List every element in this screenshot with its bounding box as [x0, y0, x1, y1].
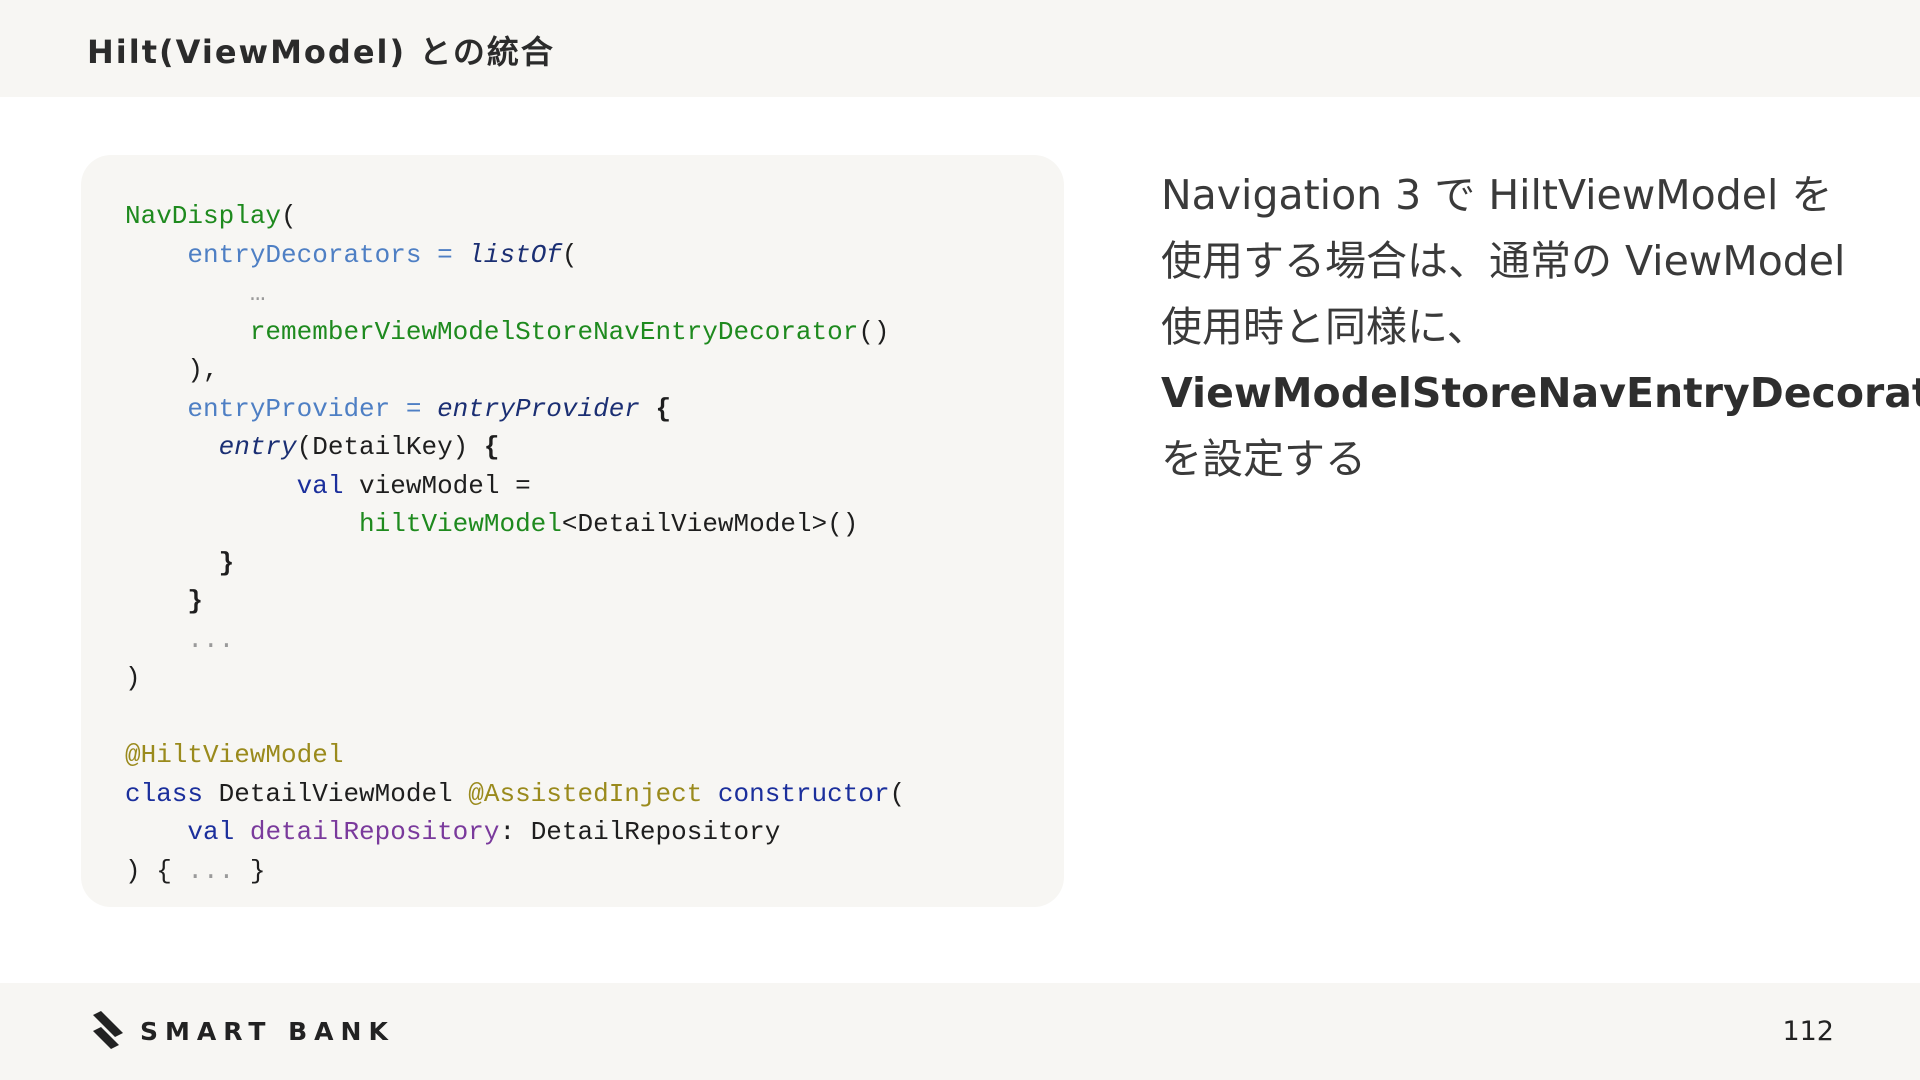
code-token-annotation: @HiltViewModel	[125, 740, 344, 770]
description-part: Navigation 3 で HiltViewModel を使用する場合は、通常…	[1161, 171, 1846, 351]
code-token: ()	[858, 316, 890, 347]
code-indent	[125, 586, 187, 616]
code-block: NavDisplay( entryDecorators = listOf( … …	[125, 197, 905, 890]
code-indent	[125, 548, 219, 578]
code-line: ...	[125, 621, 905, 660]
code-token: ) {	[125, 855, 188, 886]
code-token: )	[125, 663, 141, 693]
code-token: =	[421, 239, 469, 270]
code-indent	[125, 394, 187, 424]
code-token-param: entryProvider	[187, 393, 391, 424]
code-ellipsis: ...	[187, 855, 235, 886]
code-line: }	[125, 544, 905, 583]
code-indent	[125, 317, 250, 347]
code-indent	[125, 278, 250, 308]
code-line: rememberViewModelStoreNavEntryDecorator(…	[125, 313, 905, 352]
code-token: =	[390, 393, 438, 424]
code-token-keyword: val	[187, 817, 235, 847]
code-token-keyword: val	[296, 470, 344, 501]
code-ellipsis: …	[249, 278, 266, 308]
code-line: entryProvider = entryProvider {	[125, 390, 905, 429]
slide-header: Hilt(ViewModel) との統合	[0, 0, 1920, 97]
code-panel	[81, 155, 1064, 907]
code-token-keyword: constructor	[702, 778, 890, 809]
code-indent	[125, 509, 359, 539]
code-line: entry(DetailKey) {	[125, 428, 905, 467]
code-token: (DetailKey)	[296, 432, 484, 462]
code-token: {	[639, 393, 672, 424]
description-text: Navigation 3 で HiltViewModel を使用する場合は、通常…	[1161, 162, 1920, 492]
description-part: を設定する	[1161, 435, 1366, 483]
code-indent	[125, 240, 187, 270]
code-line: hiltViewModel<DetailViewModel>()	[125, 505, 905, 544]
code-token: {	[483, 432, 500, 462]
code-indent	[125, 471, 297, 501]
code-ellipsis: ...	[187, 624, 235, 655]
page-number: 112	[1782, 1016, 1834, 1047]
code-token: DetailViewModel	[203, 778, 469, 809]
code-token-keyword: class	[125, 778, 204, 809]
code-token: : DetailRepository	[499, 817, 781, 847]
code-line: …	[125, 274, 905, 313]
code-token-function: hiltViewModel	[359, 509, 562, 539]
code-token-function: listOf	[468, 239, 562, 270]
code-line: }	[125, 582, 905, 621]
code-line: val detailRepository: DetailRepository	[125, 813, 905, 852]
slide-title: Hilt(ViewModel) との統合	[87, 33, 555, 71]
code-token: ),	[125, 355, 219, 385]
code-token-function: entry	[218, 432, 297, 462]
code-token-annotation: @AssistedInject	[468, 778, 703, 809]
code-line: @HiltViewModel	[125, 736, 905, 775]
code-token: viewModel =	[343, 470, 531, 501]
code-token-function: rememberViewModelStoreNavEntryDecorator	[249, 316, 859, 347]
code-token-param: entryDecorators	[187, 239, 422, 270]
code-line: ) { ... }	[125, 852, 905, 891]
code-token: }	[234, 855, 266, 886]
code-token-function: entryProvider	[437, 393, 640, 424]
code-token: (	[889, 778, 906, 809]
code-line: NavDisplay(	[125, 197, 905, 236]
code-token-property: detailRepository	[234, 817, 500, 847]
code-line: class DetailViewModel @AssistedInject co…	[125, 775, 905, 814]
brand-name: SMART BANK	[140, 1017, 395, 1046]
code-token-function: NavDisplay	[125, 201, 282, 231]
code-indent	[125, 432, 219, 462]
code-token: (	[561, 239, 578, 270]
code-indent	[125, 817, 187, 847]
code-token: }	[187, 586, 204, 616]
smartbank-logo-icon	[93, 1011, 123, 1049]
code-token: <DetailViewModel>()	[561, 509, 859, 539]
code-line: entryDecorators = listOf(	[125, 236, 905, 275]
code-indent	[125, 625, 187, 655]
code-token: }	[218, 547, 235, 578]
code-line: )	[125, 659, 905, 698]
slide-footer	[0, 983, 1920, 1080]
code-line-blank	[125, 698, 905, 737]
code-line: ),	[125, 351, 905, 390]
code-line: val viewModel =	[125, 467, 905, 506]
description-highlight: ViewModelStoreNavEntryDecorator	[1161, 369, 1920, 417]
code-token: (	[281, 201, 297, 231]
